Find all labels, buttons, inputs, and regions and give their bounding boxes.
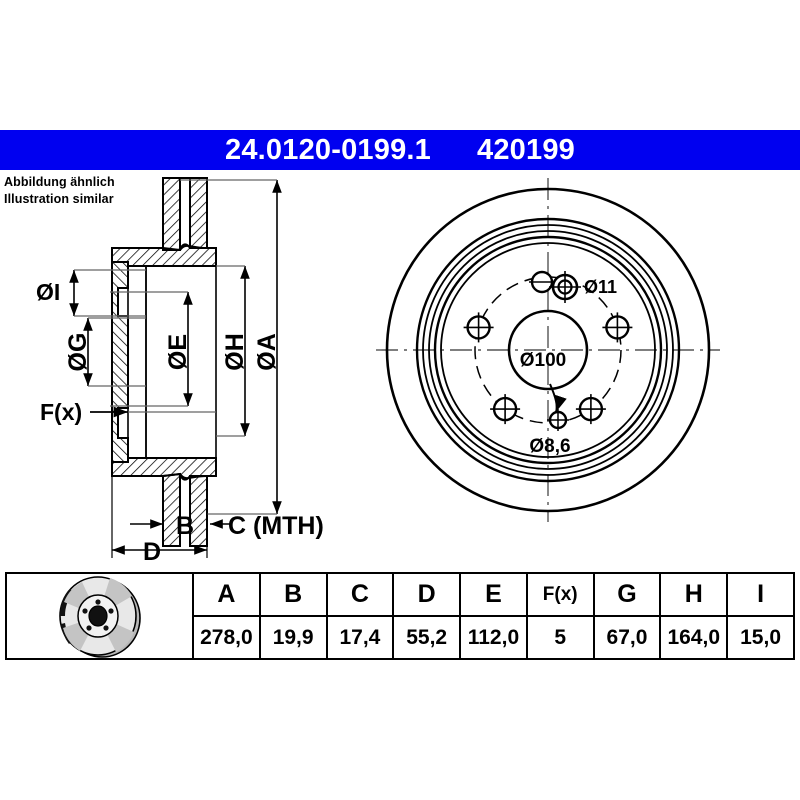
header-codes: 24.0120-0199.1 420199 xyxy=(225,134,575,167)
leader-dia-8-6 xyxy=(549,383,567,413)
value-g: 67,0 xyxy=(592,615,662,660)
header-band: 24.0120-0199.1 420199 xyxy=(0,130,800,170)
centre-lines xyxy=(376,178,720,522)
label-force-fx: F(x) xyxy=(40,399,82,425)
bolt-hole xyxy=(575,394,606,425)
label-dia-E: ØE xyxy=(164,334,192,370)
dimension-B: B xyxy=(130,500,208,540)
bolt-holes xyxy=(463,270,633,425)
brake-disc-thumbnail xyxy=(58,576,141,658)
dimension-dia-E: ØE xyxy=(110,291,193,407)
dimension-force-fx: F(x) xyxy=(40,399,216,425)
bolt-hole xyxy=(463,312,494,343)
label-dia-A: ØA xyxy=(253,333,281,371)
locating-hole-dia-11 xyxy=(549,271,581,303)
label-dim-C: C (MTH) xyxy=(228,512,324,540)
dimension-D: D xyxy=(111,476,208,566)
dimension-dia-I: ØI xyxy=(36,269,146,317)
bolt-hole xyxy=(490,394,521,425)
disc-thumbnail-cell xyxy=(5,572,194,660)
column-header-c: C xyxy=(325,572,395,617)
label-dia-H: ØH xyxy=(221,333,249,371)
bolt-hole xyxy=(529,270,555,294)
caption-line-en: Illustration similar xyxy=(4,191,114,206)
part-number: 24.0120-0199.1 xyxy=(225,133,431,166)
small-hole-dia-8-6 xyxy=(547,409,569,431)
face-view: Ø11 Ø8,6 Ø100 xyxy=(376,178,720,522)
bore-outlines xyxy=(127,265,217,459)
bolt-hole xyxy=(602,312,633,343)
dimension-dia-G: ØG xyxy=(64,317,146,387)
value-d: 55,2 xyxy=(392,615,462,660)
column-header-a: A xyxy=(192,572,261,617)
column-header-h: H xyxy=(659,572,729,617)
dimension-dia-A: ØA xyxy=(180,179,282,515)
label-dia-I: ØI xyxy=(36,279,60,305)
label-dim-B: B xyxy=(176,512,194,540)
caption-line-de: Abbildung ähnlich xyxy=(4,175,115,189)
column-header-i: I xyxy=(726,572,795,617)
value-a: 278,0 xyxy=(192,615,261,660)
dimension-C: C (MTH) xyxy=(210,512,324,540)
value-e: 112,0 xyxy=(459,615,528,660)
value-i: 15,0 xyxy=(726,615,795,660)
column-header-b: B xyxy=(258,572,328,617)
label-dia-11: Ø11 xyxy=(584,277,617,297)
value-fx: 5 xyxy=(525,615,595,660)
value-b: 19,9 xyxy=(258,615,328,660)
label-dia-G: ØG xyxy=(64,333,92,372)
table-row-values: 278,0 19,9 17,4 55,2 112,0 5 67,0 164,0 … xyxy=(6,615,795,660)
column-header-d: D xyxy=(392,572,462,617)
label-dia-8-6: Ø8,6 xyxy=(529,436,570,457)
cross-section-view: ØI ØG ØE ØH xyxy=(36,177,324,566)
disc-rings xyxy=(385,187,711,513)
illustration-caption: Abbildung ähnlich Illustration similar xyxy=(4,174,174,207)
column-header-g: G xyxy=(592,572,662,617)
dimension-table: A B C D E F(x) G H I 278,0 19,9 17,4 55,… xyxy=(5,572,795,660)
value-c: 17,4 xyxy=(325,615,395,660)
upper-friction-ring xyxy=(162,177,208,251)
label-dim-D: D xyxy=(143,538,161,566)
article-number: 420199 xyxy=(477,133,575,166)
table-row-headers: A B C D E F(x) G H I xyxy=(5,572,795,660)
column-header-fx: F(x) xyxy=(525,572,595,617)
technical-drawing: ØI ØG ØE ØH xyxy=(36,177,720,566)
column-header-e: E xyxy=(459,572,528,617)
label-dia-100: Ø100 xyxy=(520,350,566,371)
dimension-dia-H: ØH xyxy=(216,265,250,437)
value-h: 164,0 xyxy=(659,615,729,660)
